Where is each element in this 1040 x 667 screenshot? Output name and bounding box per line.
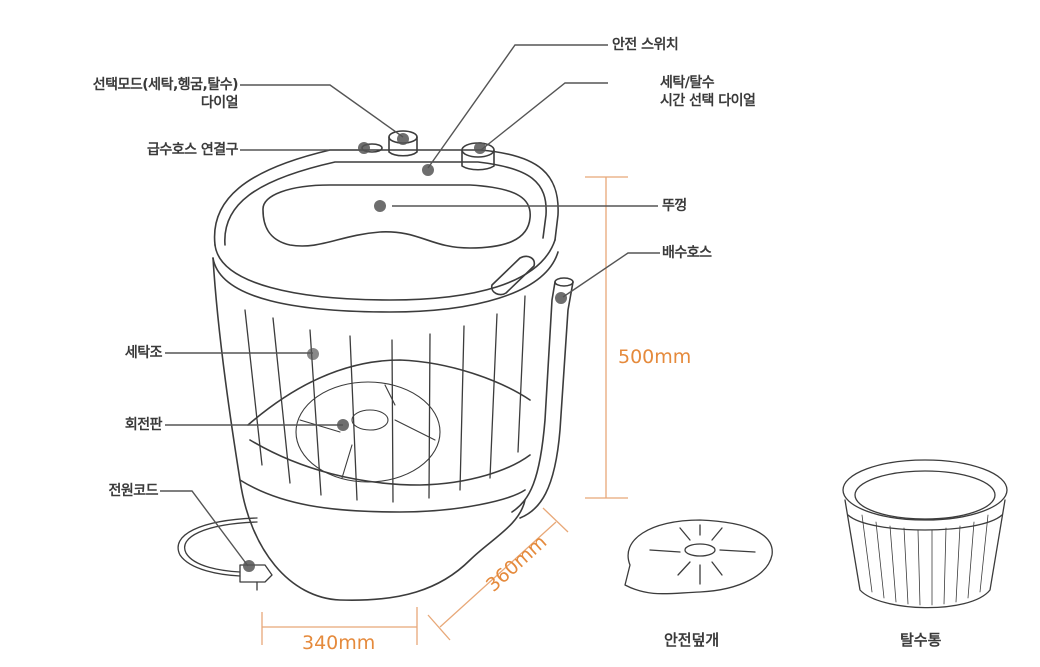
callout-timer-dial: 세탁/탈수 시간 선택 다이얼 [660, 74, 756, 110]
timer-dial-label-line1: 세탁/탈수 [660, 75, 715, 91]
timer-dial-label-line2: 시간 선택 다이얼 [660, 93, 756, 109]
callout-water-inlet: 급수호스 연결구 [146, 142, 239, 158]
lid-drawing [212, 149, 559, 313]
callout-power-cord: 전원코드 [108, 483, 158, 499]
callout-pulsator: 회전판 [124, 417, 163, 433]
caption-spin-basket: 탈수통 [900, 631, 942, 649]
callout-mode-dial: 선택모드(세탁,헹굼,탈수) 다이얼 [58, 76, 239, 112]
callout-lid: 뚜껑 [662, 198, 687, 214]
body-drawing [212, 257, 531, 602]
power-cord-drawing [177, 517, 273, 591]
dimension-lines [261, 176, 628, 645]
safety-cover-drawing [624, 519, 773, 595]
leader-lines [160, 44, 660, 567]
mode-dial-label-line1: 선택모드(세탁,헹굼,탈수) [92, 77, 239, 93]
tub-slats [244, 295, 526, 503]
caption-safety-cover: 안전덮개 [664, 631, 720, 649]
pulsator-drawing [295, 381, 441, 483]
callout-markers [243, 133, 567, 572]
mode-dial-label-line2: 다이얼 [200, 95, 239, 111]
drain-hose-drawing [511, 277, 574, 519]
callout-safety-switch: 안전 스위치 [612, 37, 679, 53]
dimension-width: 340mm [302, 632, 376, 654]
spin-basket-drawing [842, 459, 1008, 609]
callout-wash-tub: 세탁조 [124, 345, 163, 361]
dimension-height: 500mm [618, 346, 692, 368]
callout-drain-hose: 배수호스 [662, 245, 712, 261]
